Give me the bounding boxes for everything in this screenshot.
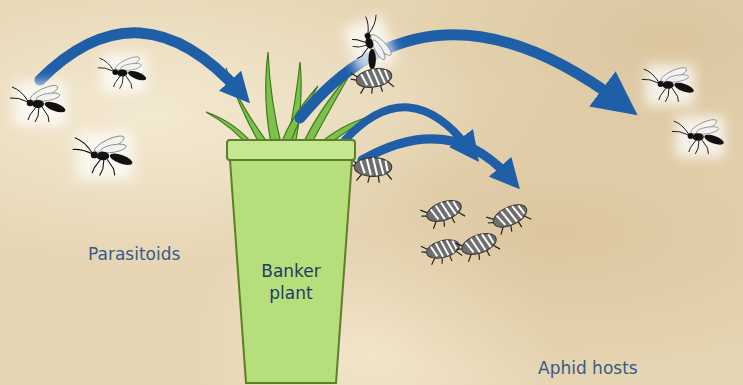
node-label: Banker plant xyxy=(246,260,336,304)
group-label: Parasitoids xyxy=(88,244,180,264)
banker-pot: Banker plant xyxy=(226,138,356,385)
group-label: Aphid hosts xyxy=(538,358,638,378)
